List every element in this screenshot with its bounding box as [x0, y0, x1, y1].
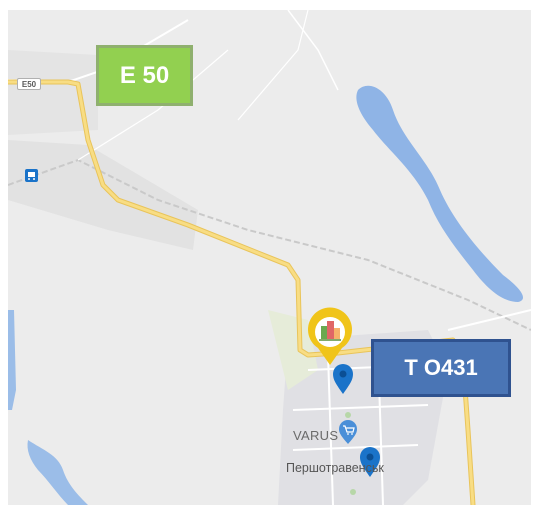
settlement-area	[8, 50, 98, 135]
callout-t0431: T O431	[371, 339, 511, 397]
minor-road	[292, 404, 429, 411]
map-canvas[interactable]	[8, 10, 531, 505]
park-dot	[350, 489, 356, 495]
stream	[8, 310, 16, 410]
minor-road	[237, 10, 309, 121]
minor-road	[292, 444, 419, 451]
map-view[interactable]: E50 VARUS Першотравенськ E 50 T O431	[8, 10, 531, 505]
town-label[interactable]: Першотравенськ	[286, 461, 384, 475]
building-marker-icon[interactable]	[308, 307, 352, 365]
minor-road	[327, 354, 334, 505]
lake	[356, 85, 523, 302]
shopping-cart-icon[interactable]	[339, 420, 357, 444]
bus-stop-icon[interactable]	[25, 169, 38, 182]
location-pin-icon[interactable]	[333, 364, 353, 394]
minor-road	[287, 10, 339, 91]
highway-e50[interactable]	[8, 80, 340, 357]
minor-road	[447, 309, 531, 331]
river	[27, 440, 88, 505]
callout-e50: E 50	[96, 45, 193, 106]
minor-road	[77, 49, 229, 161]
location-pin-icon[interactable]	[360, 447, 380, 477]
park-dot	[345, 412, 351, 418]
road-shield-e50: E50	[17, 78, 41, 90]
poi-label-varus[interactable]: VARUS	[293, 428, 339, 443]
green-area	[268, 310, 318, 390]
